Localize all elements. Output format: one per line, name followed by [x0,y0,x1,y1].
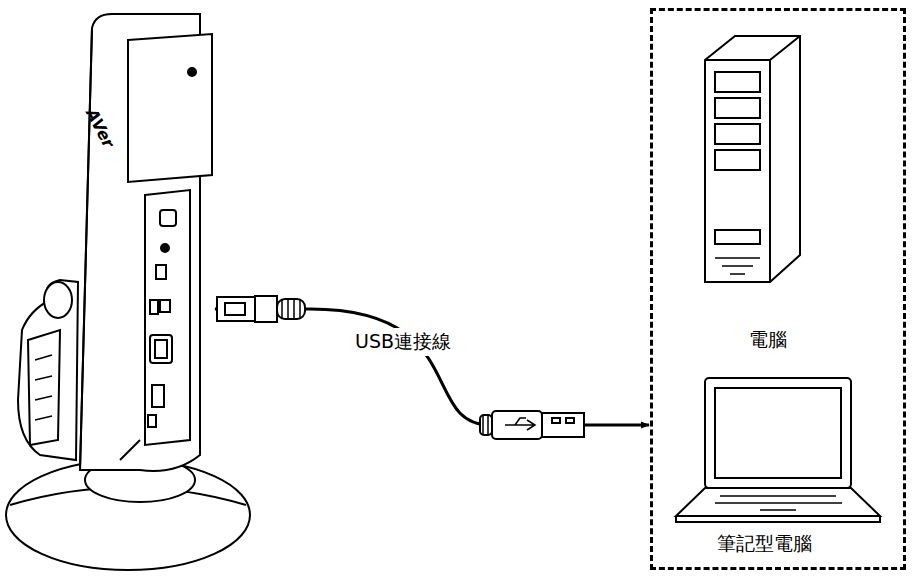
computer-group-box: 電腦筆記型電腦 [650,8,906,570]
device-label: 筆記型電腦 [717,533,812,554]
device-label: 電腦 [749,329,787,350]
cable-label: USB連接線 [352,328,454,356]
usb-cable [215,309,649,425]
document-camera: AVer [0,8,215,573]
brand-logo: AVer [82,106,117,151]
